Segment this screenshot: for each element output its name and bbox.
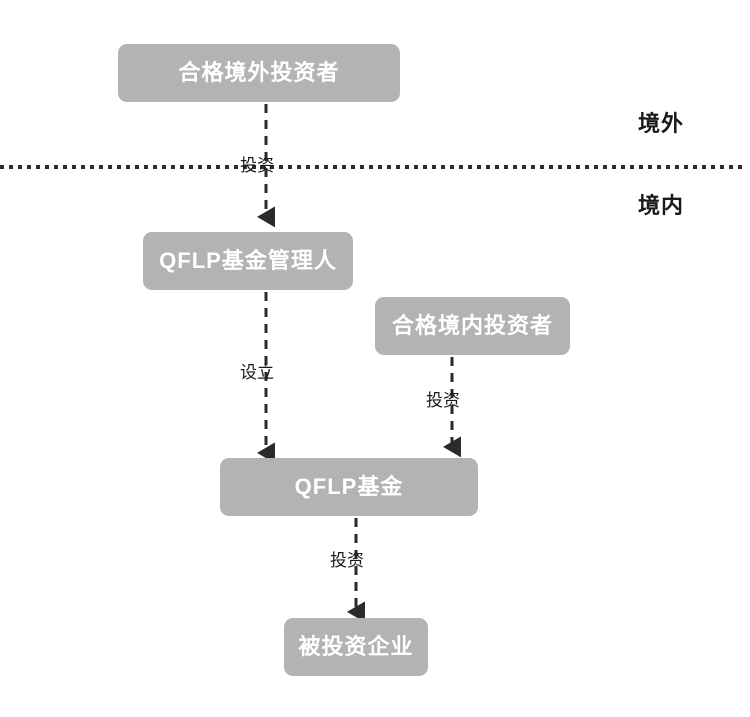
node-foreign-investor[interactable]: 合格境外投资者	[118, 44, 400, 102]
node-qflp-manager-label: QFLP基金管理人	[159, 248, 337, 273]
edge-label-invest-3: 投资	[330, 551, 364, 570]
edge-label-invest-1: 投资	[240, 156, 274, 175]
node-qflp-manager[interactable]: QFLP基金管理人	[143, 232, 353, 290]
node-domestic-investor[interactable]: 合格境内投资者	[375, 297, 570, 355]
node-qflp-fund[interactable]: QFLP基金	[220, 458, 478, 516]
edge-label-invest-2: 投资	[426, 391, 460, 410]
node-domestic-investor-label: 合格境内投资者	[391, 313, 553, 338]
node-qflp-fund-label: QFLP基金	[294, 474, 404, 499]
region-label-onshore: 境内	[638, 193, 685, 218]
node-invested-company-label: 被投资企业	[298, 634, 414, 659]
edge-label-establish: 设立	[240, 363, 274, 382]
node-invested-company[interactable]: 被投资企业	[284, 618, 428, 676]
region-label-offshore: 境外	[638, 111, 685, 136]
node-foreign-investor-label: 合格境外投资者	[178, 60, 340, 85]
